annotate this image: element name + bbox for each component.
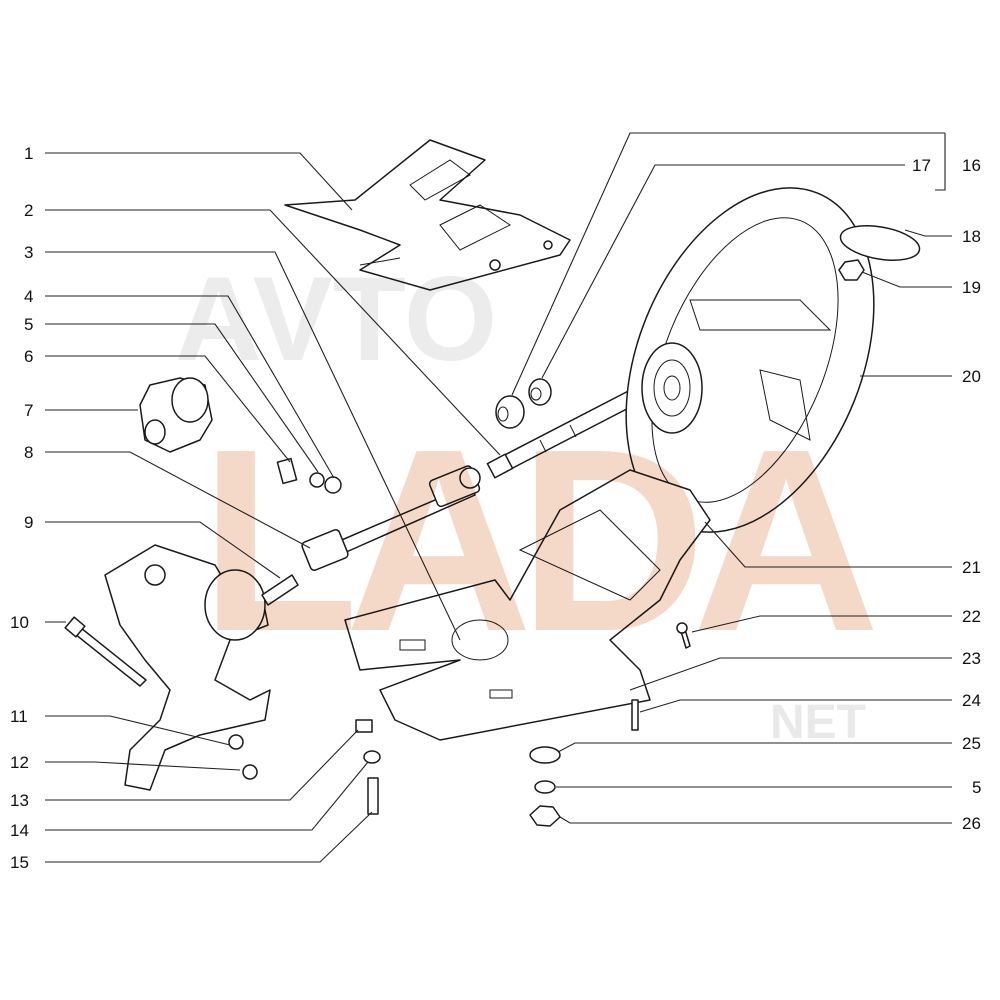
- callout-14: 14: [10, 821, 29, 840]
- callouts-left: 1 2 3 4 5 6 7 8 9 10 11 12 13 14 15: [10, 144, 33, 872]
- callout-4: 4: [24, 287, 33, 306]
- steering-column-bracket: [344, 469, 711, 741]
- callout-17: 17: [912, 156, 931, 175]
- parts-18-19-plate-nut: [838, 225, 921, 281]
- callout-16: 16: [962, 156, 981, 175]
- callout-24: 24: [962, 691, 981, 710]
- intermediate-shaft: [301, 465, 481, 571]
- callout-9: 9: [24, 513, 33, 532]
- callout-15: 15: [10, 853, 29, 872]
- callout-11: 11: [10, 707, 28, 726]
- leader-lines: [45, 132, 952, 863]
- callout-25: 25: [962, 734, 981, 753]
- callout-1: 1: [24, 144, 33, 163]
- callout-6: 6: [24, 347, 33, 366]
- parts-16-17-bushings: [495, 378, 552, 429]
- callouts-right: 17 16 18 19 20 21 22 23 24 25 5 26: [912, 156, 981, 833]
- callout-23: 23: [962, 649, 981, 668]
- watermark-lada: LADA: [200, 396, 880, 686]
- steering-gear-housing: [104, 544, 299, 791]
- callout-2: 2: [24, 201, 33, 220]
- parts-4-5-6-fasteners: [276, 457, 342, 494]
- callout-13: 13: [10, 791, 29, 810]
- callout-19: 19: [962, 278, 981, 297]
- watermark-net: NET: [770, 696, 866, 749]
- callout-10: 10: [10, 613, 29, 632]
- watermark: AVTO LADA NET: [175, 252, 880, 749]
- callout-26: 26: [962, 814, 981, 833]
- callout-22: 22: [962, 607, 981, 626]
- callout-5: 5: [24, 315, 33, 334]
- right-fasteners: [355, 622, 691, 827]
- part-10-bolt: [64, 616, 147, 687]
- callout-21: 21: [962, 558, 981, 577]
- callout-5-right: 5: [972, 778, 981, 797]
- callout-12: 12: [10, 753, 29, 772]
- callout-3: 3: [24, 243, 33, 262]
- part-1-bracket-plate: [284, 139, 571, 291]
- callout-20: 20: [962, 367, 981, 386]
- watermark-avto: AVTO: [175, 252, 497, 386]
- callout-7: 7: [24, 401, 33, 420]
- part-7-rubber-boot: [139, 377, 213, 453]
- callout-8: 8: [24, 443, 33, 462]
- callout-18: 18: [962, 227, 981, 246]
